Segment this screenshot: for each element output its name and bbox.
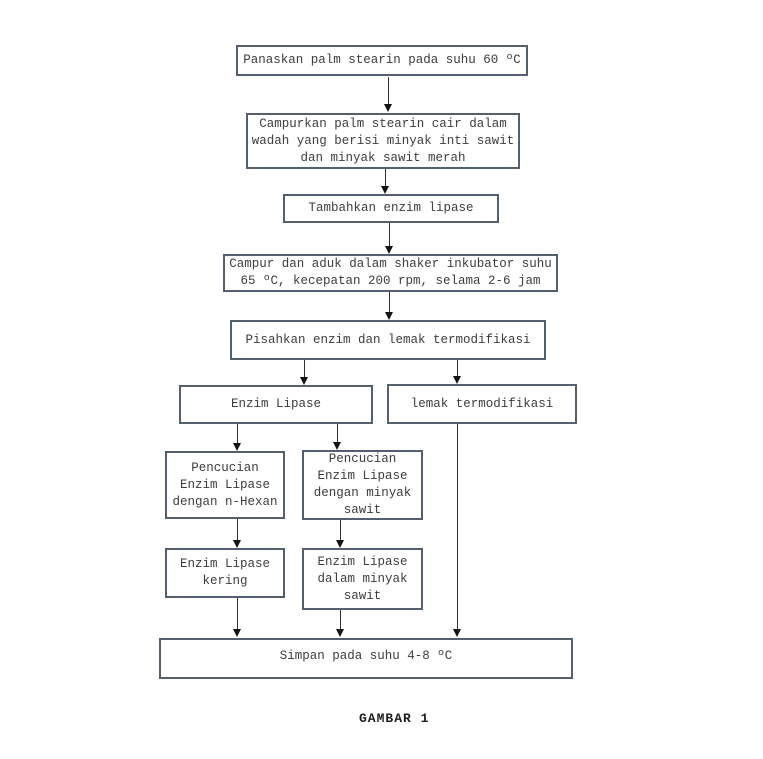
arrow-campurkan-tambahkan-line	[385, 169, 386, 186]
arrow-panaskan-campurkan-head	[384, 104, 392, 112]
arrow-enzim-lipase-pencucian-nhexan-line	[237, 424, 238, 443]
node-lemak-termodifikasi-label: lemak termodifikasi	[410, 396, 554, 411]
arrow-campur-aduk-pisahkan-line	[389, 292, 390, 312]
arrow-campurkan-tambahkan-head	[381, 186, 389, 194]
arrow-pencucian-minyak-sawit-enzim-dalam-head	[336, 540, 344, 548]
arrow-pisahkan-lemak-termodifikasi-line	[457, 360, 458, 376]
node-pencucian-nhexan: Pencucian Enzim Lipase dengan n-Hexan	[165, 451, 285, 519]
node-campurkan-label: Campurkan palm stearin cair dalam wadah …	[251, 116, 515, 165]
arrow-pencucian-nhexan-enzim-kering-head	[233, 540, 241, 548]
node-simpan: Simpan pada suhu 4-8 ºC	[159, 638, 573, 679]
arrow-lemak-termodifikasi-simpan-head	[453, 629, 461, 637]
node-pisahkan-label: Pisahkan enzim dan lemak termodifikasi	[245, 332, 531, 347]
arrow-pencucian-minyak-sawit-enzim-dalam-line	[340, 520, 341, 540]
node-enzim-lipase-kering-label: Enzim Lipase kering	[179, 557, 270, 588]
node-lemak-termodifikasi: lemak termodifikasi	[387, 384, 577, 424]
node-panaskan-label: Panaskan palm stearin pada suhu 60 ºC	[243, 53, 521, 67]
node-simpan-label: Simpan pada suhu 4-8 ºC	[279, 649, 453, 663]
arrow-enzim-dalam-simpan-line	[340, 610, 341, 629]
arrow-pisahkan-enzim-lipase-line	[304, 360, 305, 377]
arrow-lemak-termodifikasi-simpan-line	[457, 424, 458, 629]
arrow-tambahkan-campur-aduk-line	[389, 223, 390, 246]
node-pencucian-minyak-sawit-label: Pencucian Enzim Lipase dengan minyak saw…	[313, 452, 412, 517]
node-panaskan: Panaskan palm stearin pada suhu 60 ºC	[236, 45, 528, 76]
arrow-enzim-kering-simpan-head	[233, 629, 241, 637]
node-campur-aduk-label: Campur dan aduk dalam shaker inkubator s…	[229, 257, 552, 288]
node-tambahkan: Tambahkan enzim lipase	[283, 194, 499, 223]
node-pencucian-minyak-sawit: Pencucian Enzim Lipase dengan minyak saw…	[302, 450, 423, 520]
node-pisahkan: Pisahkan enzim dan lemak termodifikasi	[230, 320, 546, 360]
figure-caption: GAMBAR 1	[359, 711, 430, 726]
node-tambahkan-label: Tambahkan enzim lipase	[308, 201, 474, 215]
arrow-tambahkan-campur-aduk-head	[385, 246, 393, 254]
arrow-enzim-kering-simpan-line	[237, 598, 238, 629]
node-enzim-lipase-dalam-minyak-sawit-label: Enzim Lipase dalam minyak sawit	[317, 554, 408, 603]
arrow-enzim-lipase-pencucian-minyak-sawit-head	[333, 442, 341, 450]
arrow-enzim-lipase-pencucian-nhexan-head	[233, 443, 241, 451]
node-enzim-lipase: Enzim Lipase	[179, 385, 373, 424]
node-pencucian-nhexan-label: Pencucian Enzim Lipase dengan n-Hexan	[172, 460, 278, 509]
node-enzim-lipase-dalam-minyak-sawit: Enzim Lipase dalam minyak sawit	[302, 548, 423, 610]
arrow-pencucian-nhexan-enzim-kering-line	[237, 519, 238, 540]
node-enzim-lipase-label: Enzim Lipase	[230, 397, 321, 411]
arrow-enzim-dalam-simpan-head	[336, 629, 344, 637]
node-campur-aduk: Campur dan aduk dalam shaker inkubator s…	[223, 254, 558, 292]
arrow-pisahkan-lemak-termodifikasi-head	[453, 376, 461, 384]
node-enzim-lipase-kering: Enzim Lipase kering	[165, 548, 285, 598]
arrow-pisahkan-enzim-lipase-head	[300, 377, 308, 385]
node-campurkan: Campurkan palm stearin cair dalam wadah …	[246, 113, 520, 169]
arrow-panaskan-campurkan-line	[388, 77, 389, 104]
arrow-enzim-lipase-pencucian-minyak-sawit-line	[337, 424, 338, 442]
arrow-campur-aduk-pisahkan-head	[385, 312, 393, 320]
